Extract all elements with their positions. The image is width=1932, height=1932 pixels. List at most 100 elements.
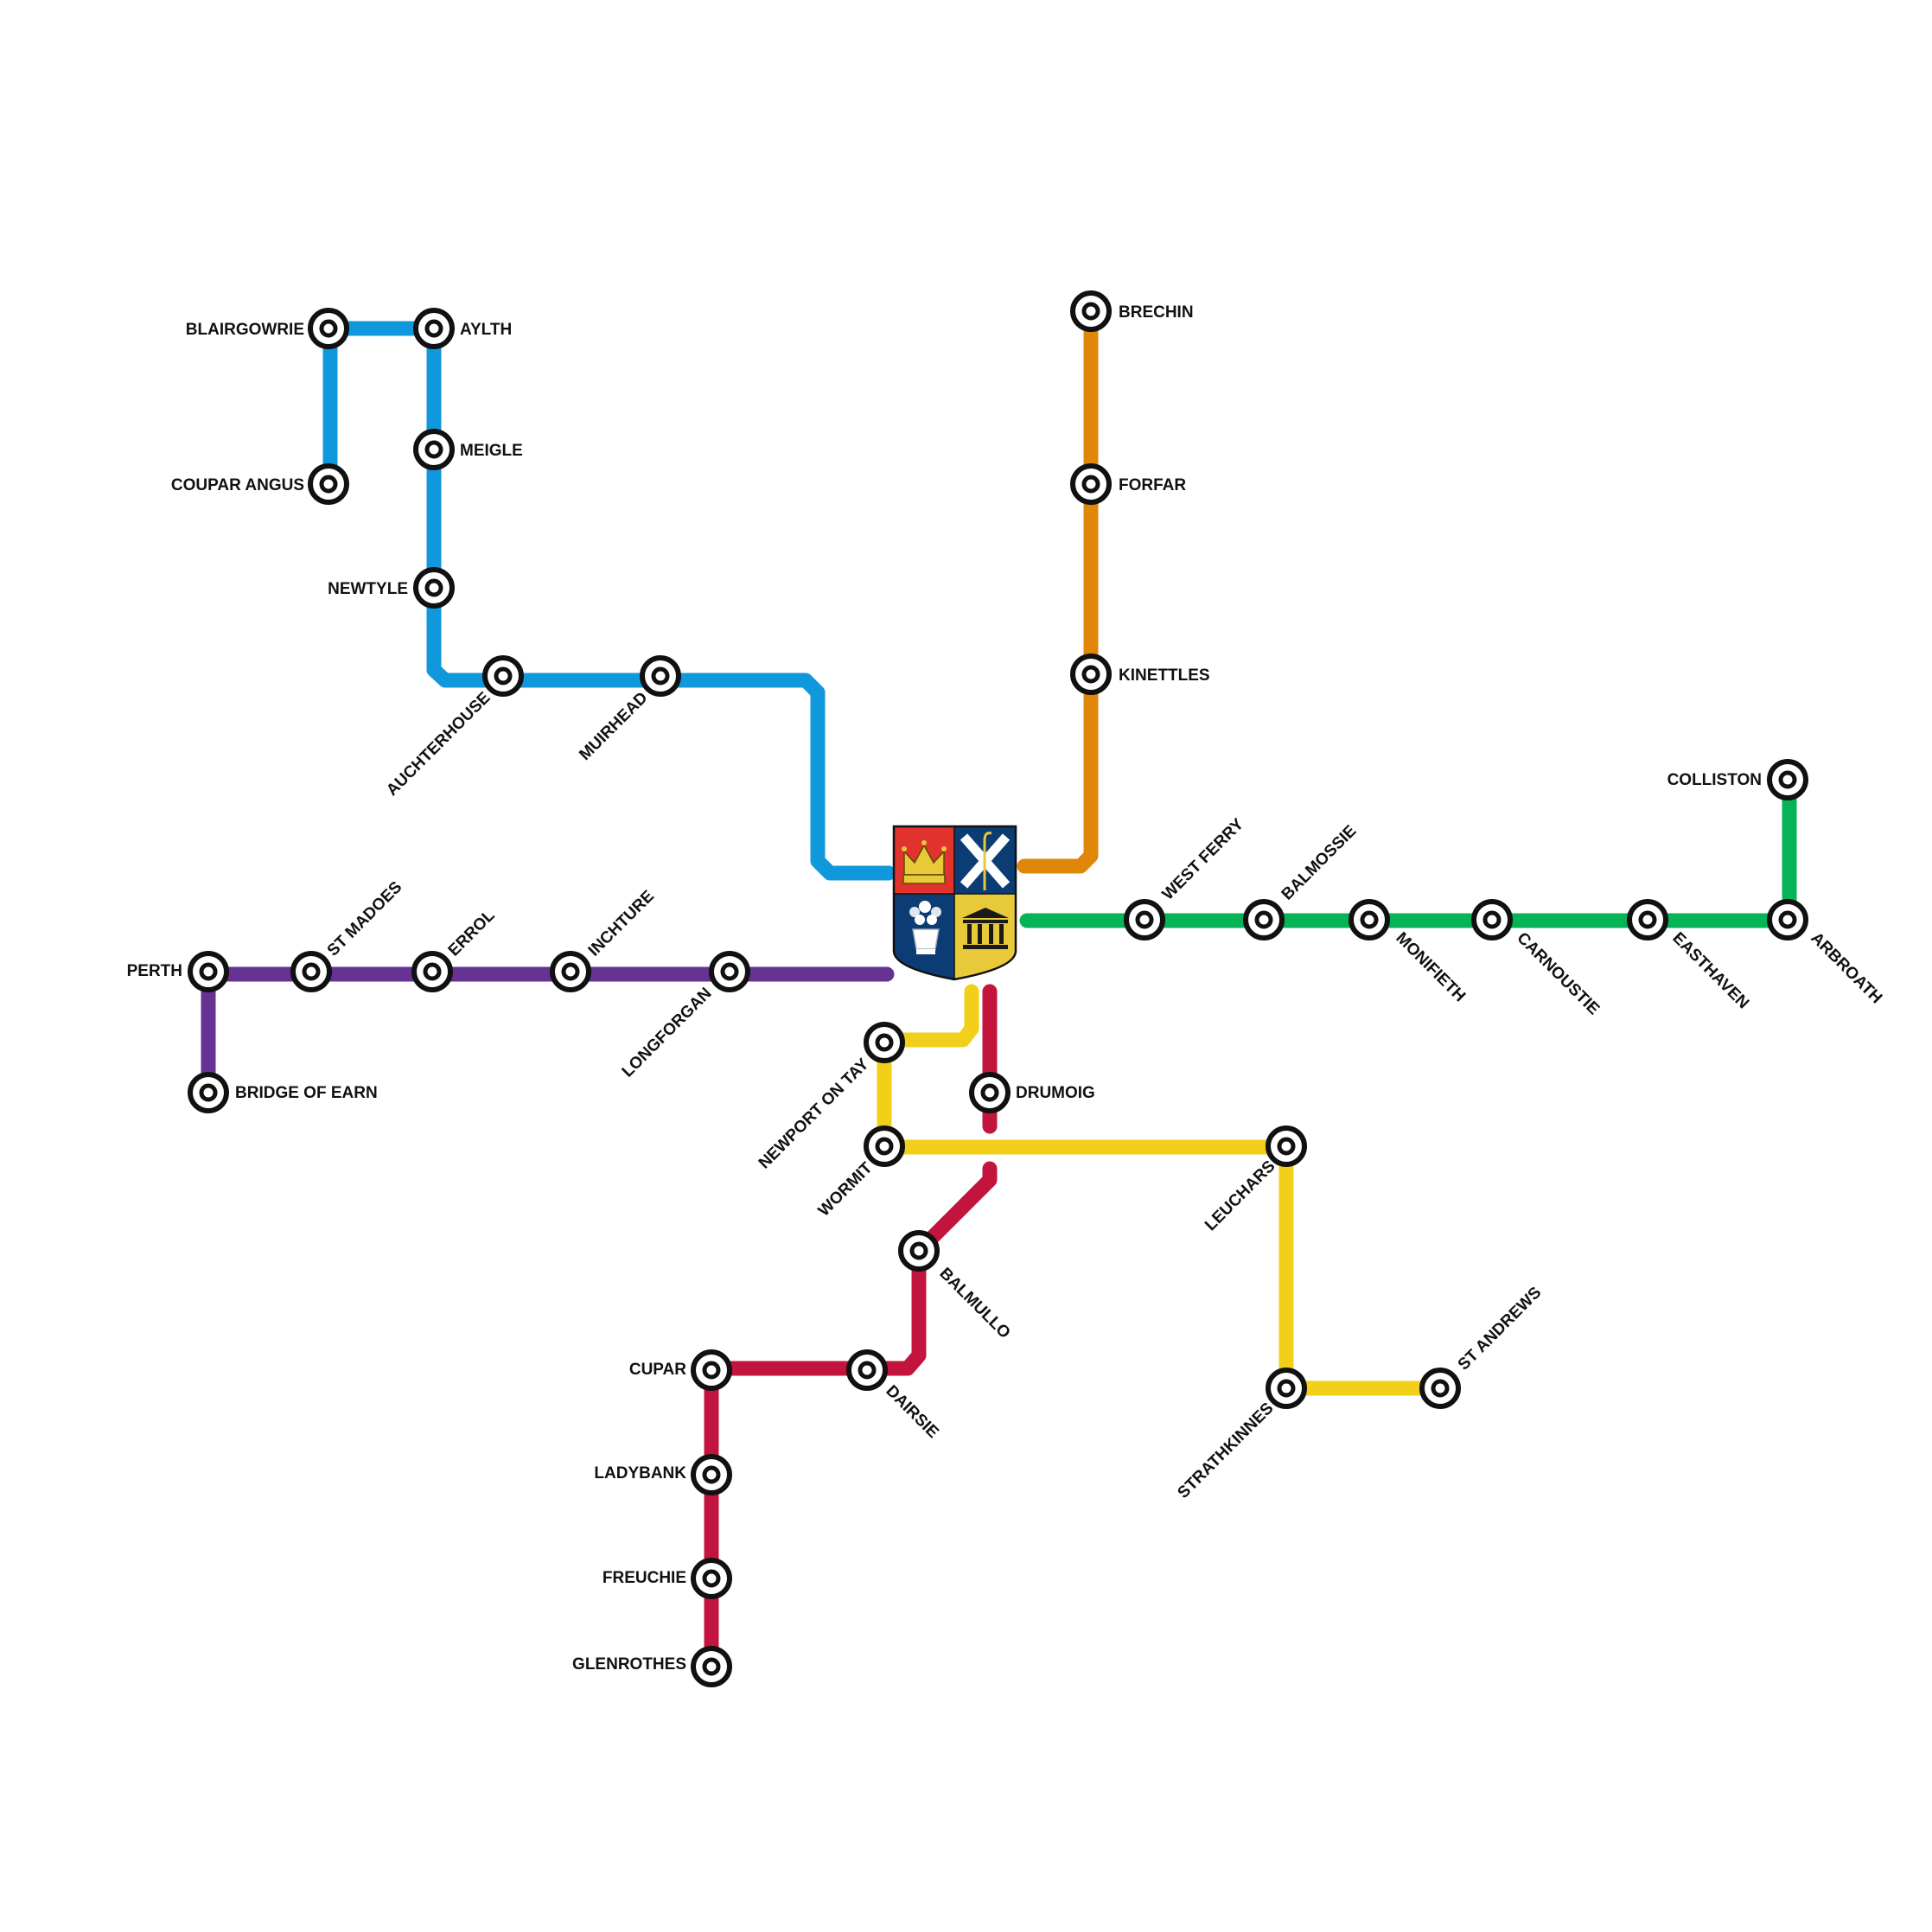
station-dot-icon [1135,910,1154,929]
label-balmullo: BALMULLO [935,1265,1013,1342]
label-bridge-of-earn: BRIDGE OF EARN [235,1084,378,1102]
station-dot-icon [199,962,218,981]
station-aylth[interactable] [413,308,455,349]
label-west-ferry: WEST FERRY [1159,815,1248,904]
station-wormit[interactable] [864,1125,905,1167]
station-dot-icon [1360,910,1379,929]
red-line-lower [704,1161,998,1674]
station-dot-icon [319,475,338,494]
station-dot-icon [1277,1379,1296,1398]
station-labels: BLAIRGOWRIE AYLTH COUPAR ANGUS MEIGLE NE… [127,303,1886,1674]
label-forfar: FORFAR [1119,476,1186,494]
station-dot-icon [858,1361,877,1380]
station-balmullo[interactable] [898,1230,940,1272]
station-dot-icon [1081,302,1100,321]
label-brechin: BRECHIN [1119,303,1194,322]
station-auchterhouse[interactable] [482,655,524,697]
station-dot-icon [1081,665,1100,684]
station-dairsie[interactable] [846,1349,888,1391]
station-dot-icon [980,1083,999,1102]
station-dot-icon [720,962,739,981]
label-inchture: INCHTURE [585,887,658,960]
station-st-andrews[interactable] [1419,1368,1461,1409]
label-ladybank: LADYBANK [594,1464,686,1482]
station-dot-icon [1482,910,1502,929]
station-west-ferry[interactable] [1124,899,1165,940]
label-easthaven: EASTHAVEN [1668,929,1752,1013]
station-newport-on-tay[interactable] [864,1022,905,1063]
label-newport-on-tay: NEWPORT ON TAY [756,1055,873,1172]
station-arbroath[interactable] [1767,899,1808,940]
station-glenrothes[interactable] [691,1646,732,1687]
label-coupar-angus: COUPAR ANGUS [171,476,304,494]
station-dot-icon [424,578,443,597]
city-coat-of-arms [892,825,1017,981]
label-drumoig: DRUMOIG [1016,1084,1095,1102]
station-blairgowrie[interactable] [308,308,349,349]
label-leuchars: LEUCHARS [1202,1157,1278,1234]
flower-vase-icon [909,901,941,954]
station-brechin[interactable] [1070,290,1112,332]
station-monifieth[interactable] [1349,899,1390,940]
station-dot-icon [875,1033,894,1052]
station-dot-icon [702,1465,721,1484]
crest-quarter-gold [954,894,1016,979]
label-newtyle: NEWTYLE [328,580,408,598]
label-perth: PERTH [127,962,182,980]
station-dot-icon [423,962,442,981]
station-longforgan[interactable] [709,951,750,992]
station-bridge-of-earn[interactable] [188,1072,229,1113]
station-balmossie[interactable] [1243,899,1285,940]
station-kinettles[interactable] [1070,654,1112,695]
station-dot-icon [494,666,513,685]
station-coupar-angus[interactable] [308,463,349,505]
station-dot-icon [319,319,338,338]
station-ladybank[interactable] [691,1454,732,1495]
label-muirhead: MUIRHEAD [576,689,651,764]
station-inchture[interactable] [550,951,591,992]
station-leuchars[interactable] [1266,1125,1307,1167]
station-easthaven[interactable] [1627,899,1668,940]
station-drumoig[interactable] [969,1072,1011,1113]
station-forfar[interactable] [1070,463,1112,505]
station-muirhead[interactable] [640,655,681,697]
stations [188,290,1808,1687]
station-dot-icon [651,666,670,685]
station-errol[interactable] [411,951,453,992]
label-carnoustie: CARNOUSTIE [1513,929,1603,1019]
station-dot-icon [1081,475,1100,494]
crown-icon [902,840,947,884]
station-dot-icon [702,1361,721,1380]
station-dot-icon [302,962,321,981]
blue-line-main [426,321,896,881]
station-dot-icon [424,440,443,459]
label-monifieth: MONIFIETH [1392,929,1469,1006]
label-st-madoes: ST MADOES [324,878,406,960]
orange-line [1017,305,1099,874]
station-meigle[interactable] [413,429,455,470]
station-perth[interactable] [188,951,229,992]
label-kinettles: KINETTLES [1119,666,1210,685]
station-dot-icon [199,1083,218,1102]
station-dot-icon [1778,770,1797,789]
station-strathkinnes[interactable] [1266,1368,1307,1409]
station-st-madoes[interactable] [290,951,332,992]
station-colliston[interactable] [1767,759,1808,800]
label-strathkinnes: STRATHKINNES [1174,1400,1277,1502]
label-st-andrews: ST ANDREWS [1455,1284,1546,1374]
station-freuchie[interactable] [691,1558,732,1599]
label-cupar: CUPAR [629,1361,686,1379]
station-dot-icon [875,1137,894,1156]
station-carnoustie[interactable] [1471,899,1513,940]
label-blairgowrie: BLAIRGOWRIE [186,321,304,339]
station-dot-icon [1254,910,1273,929]
station-newtyle[interactable] [413,567,455,609]
label-meigle: MEIGLE [460,442,523,460]
label-freuchie: FREUCHIE [603,1569,686,1587]
station-cupar[interactable] [691,1349,732,1391]
label-dairsie: DAIRSIE [882,1382,941,1442]
station-dot-icon [1638,910,1657,929]
yellow-line [877,984,1447,1396]
saltire-cross-icon [960,832,1011,890]
